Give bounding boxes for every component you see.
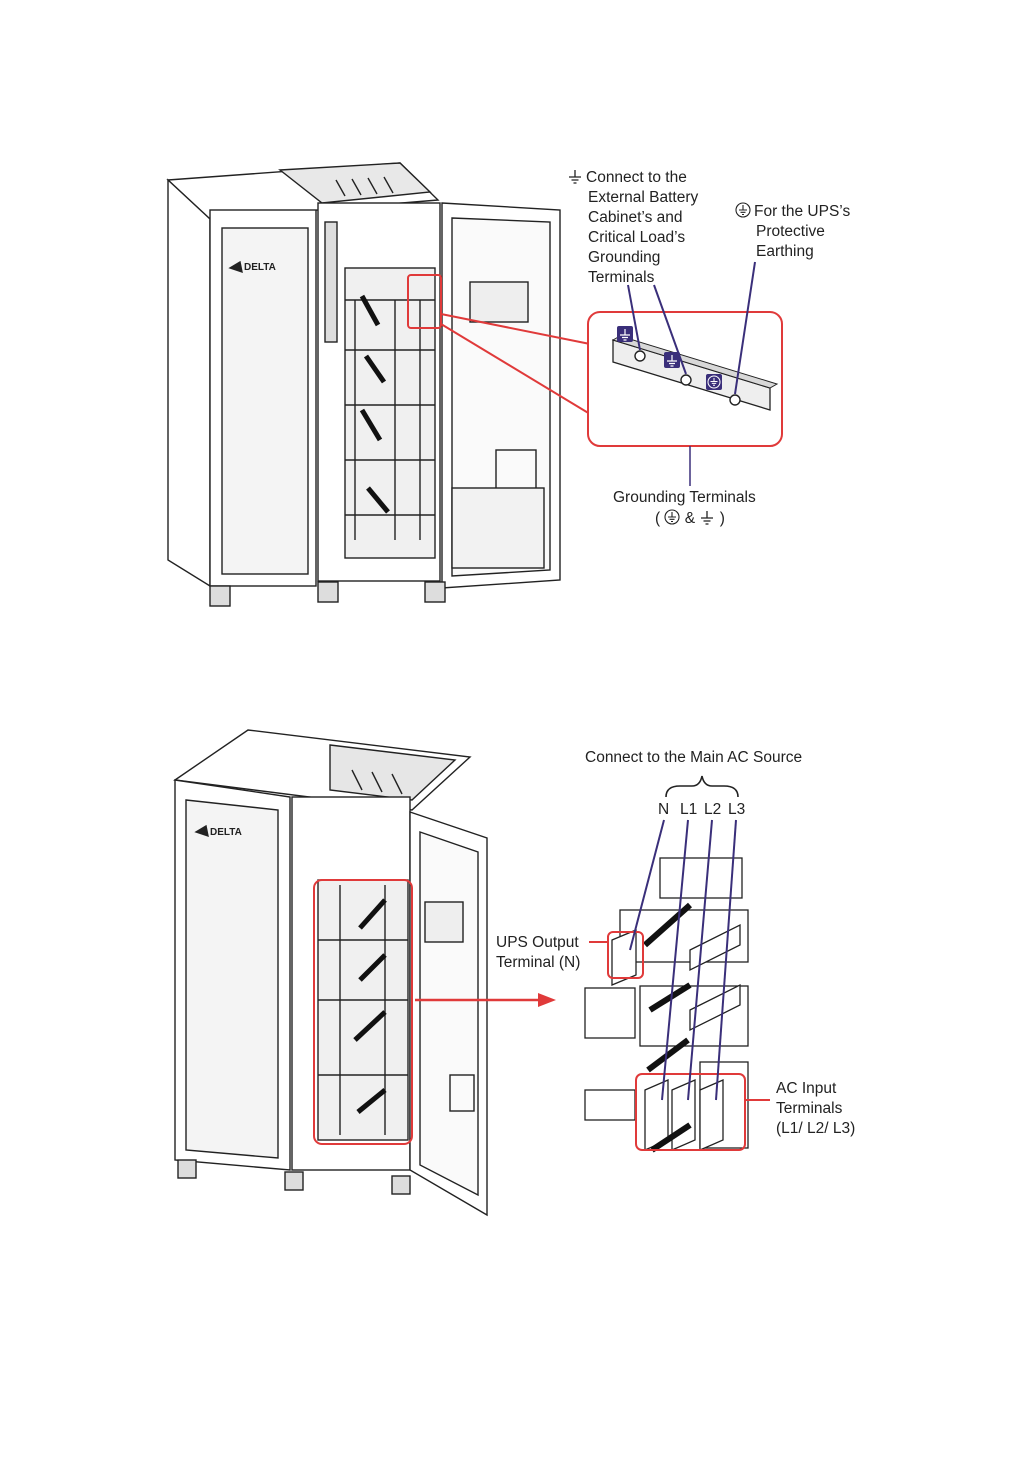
external-grounding-line-4: Critical Load’s <box>567 228 698 248</box>
protective-earth-callout: For the UPS’s Protective Earthing <box>735 202 850 262</box>
protective-earth-icon <box>664 509 680 525</box>
grounding-terminals-label: Grounding Terminals <box>613 488 756 508</box>
cabinet-1-logo: DELTA <box>244 262 276 273</box>
cabinet-1 <box>168 163 560 606</box>
external-grounding-line-5: Grounding <box>567 248 698 268</box>
phase-l2-label: L2 <box>704 800 721 820</box>
main-source-brace <box>666 776 738 797</box>
ac-input-line-3: (L1/ L2/ L3) <box>776 1119 855 1139</box>
external-grounding-line-6: Terminals <box>567 268 698 288</box>
protective-earth-line-1: For the UPS’s <box>754 203 850 220</box>
protective-earth-line-2: Protective <box>735 222 850 242</box>
legend-close-paren: ) <box>720 510 725 527</box>
ac-input-label: AC Input Terminals (L1/ L2/ L3) <box>776 1079 855 1139</box>
legend-open-paren: ( <box>655 510 660 527</box>
ac-input-line-2: Terminals <box>776 1099 855 1119</box>
protective-earth-icon <box>735 202 751 218</box>
ground-symbol-icon <box>699 509 715 525</box>
external-grounding-line-1: Connect to the <box>586 169 687 186</box>
external-grounding-line-3: Cabinet’s and <box>567 208 698 228</box>
grounding-symbols-legend: ( & ) <box>655 509 725 529</box>
cabinet-2-logo: DELTA <box>210 827 242 838</box>
cabinet-2 <box>175 730 487 1215</box>
phase-l3-label: L3 <box>728 800 745 820</box>
main-ac-source-label: Connect to the Main AC Source <box>585 748 802 768</box>
ups-output-label: UPS Output Terminal (N) <box>496 933 580 973</box>
ground-symbol-icon <box>567 168 583 184</box>
earth-terminal-hole <box>730 395 740 405</box>
protective-earth-line-3: Earthing <box>735 242 850 262</box>
external-grounding-line-2: External Battery <box>567 188 698 208</box>
ground-terminal-hole-1 <box>635 351 645 361</box>
phase-l1-label: L1 <box>680 800 697 820</box>
ground-terminal-hole-2 <box>681 375 691 385</box>
phase-n-label: N <box>658 800 669 820</box>
external-grounding-callout: Connect to the External Battery Cabinet’… <box>567 168 698 288</box>
ups-output-line-1: UPS Output <box>496 933 580 953</box>
ac-input-line-1: AC Input <box>776 1079 855 1099</box>
legend-ampersand: & <box>685 510 695 527</box>
ups-output-line-2: Terminal (N) <box>496 953 580 973</box>
